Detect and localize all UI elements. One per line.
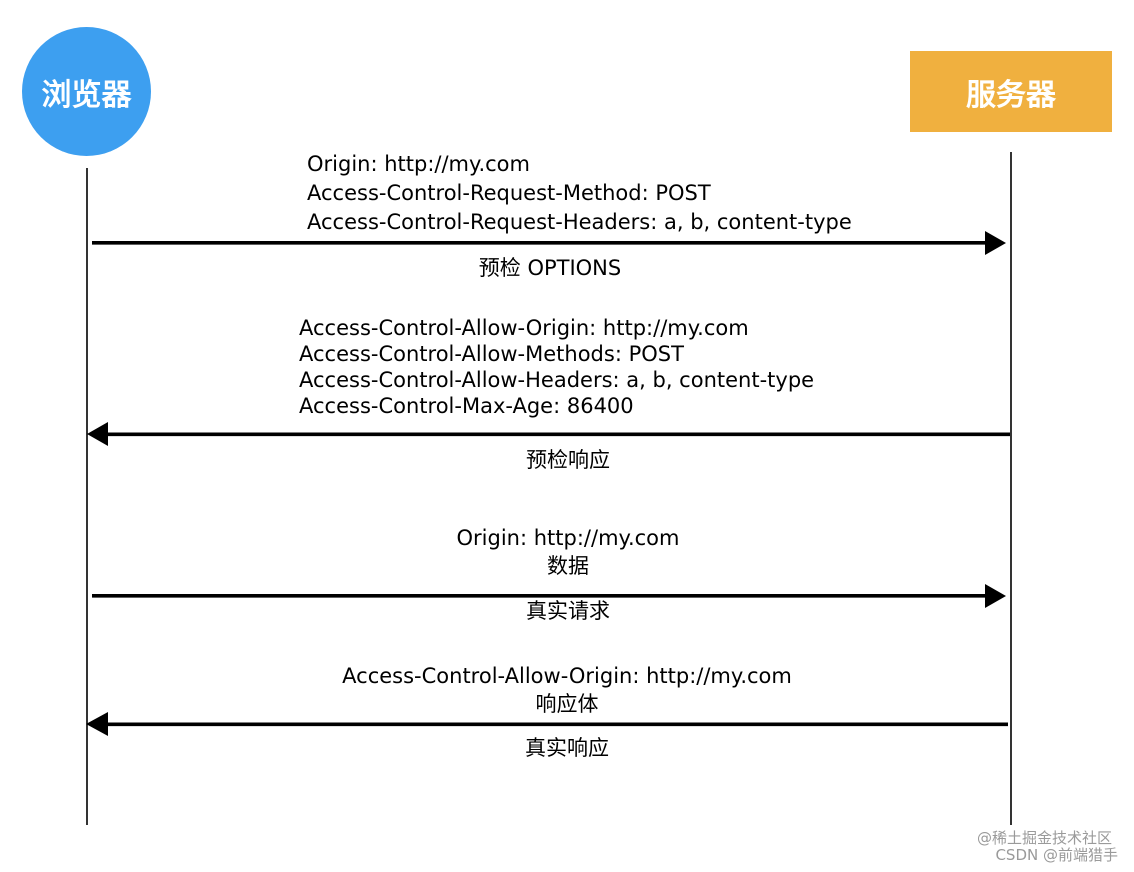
real-request-line-2: 数据: [547, 554, 589, 578]
real-request-label: 真实请求: [526, 599, 610, 623]
real-response-line-1: Access-Control-Allow-Origin: http://my.c…: [342, 664, 792, 688]
preflight-request-line-2: Access-Control-Request-Method: POST: [307, 181, 711, 205]
real-response-label: 真实响应: [525, 736, 609, 760]
preflight-request-line-3: Access-Control-Request-Headers: a, b, co…: [307, 210, 852, 234]
preflight-response-line-2: Access-Control-Allow-Methods: POST: [299, 342, 684, 366]
preflight-request-line-1: Origin: http://my.com: [307, 152, 530, 176]
server-actor-label: 服务器: [966, 77, 1056, 113]
preflight-response-line-3: Access-Control-Allow-Headers: a, b, cont…: [299, 368, 815, 392]
browser-actor: 浏览器: [22, 27, 151, 156]
real-request-line-1: Origin: http://my.com: [456, 526, 680, 550]
browser-actor-label: 浏览器: [41, 77, 132, 113]
preflight-response-line-1: Access-Control-Allow-Origin: http://my.c…: [299, 316, 749, 340]
watermark-line-1: @稀土掘金技术社区: [976, 829, 1112, 847]
preflight-response-label: 预检响应: [526, 448, 610, 472]
preflight-response-line-4: Access-Control-Max-Age: 86400: [299, 394, 634, 418]
real-response-arrow: [86, 712, 1008, 736]
watermark-line-2: CSDN @前端猎手: [995, 846, 1118, 864]
preflight-request-arrow: [92, 231, 1006, 255]
preflight-response-arrow: [87, 422, 1010, 446]
server-actor: 服务器: [910, 51, 1112, 132]
real-response-line-2: 响应体: [535, 692, 599, 716]
preflight-request-label: 预检 OPTIONS: [478, 256, 622, 280]
real-request-arrow: [92, 584, 1006, 608]
